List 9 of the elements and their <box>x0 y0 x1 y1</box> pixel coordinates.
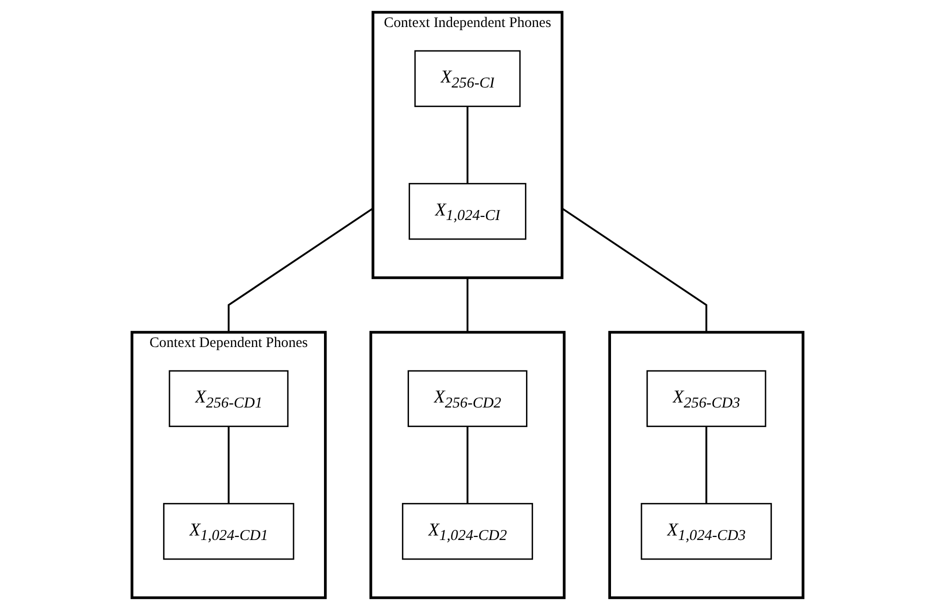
connector <box>228 426 230 504</box>
connector <box>466 426 468 504</box>
cluster <box>369 330 566 599</box>
connector <box>562 207 708 332</box>
connector <box>466 106 468 184</box>
connector <box>466 277 468 332</box>
connector <box>228 207 374 332</box>
cluster <box>608 330 804 599</box>
connector <box>705 426 708 504</box>
